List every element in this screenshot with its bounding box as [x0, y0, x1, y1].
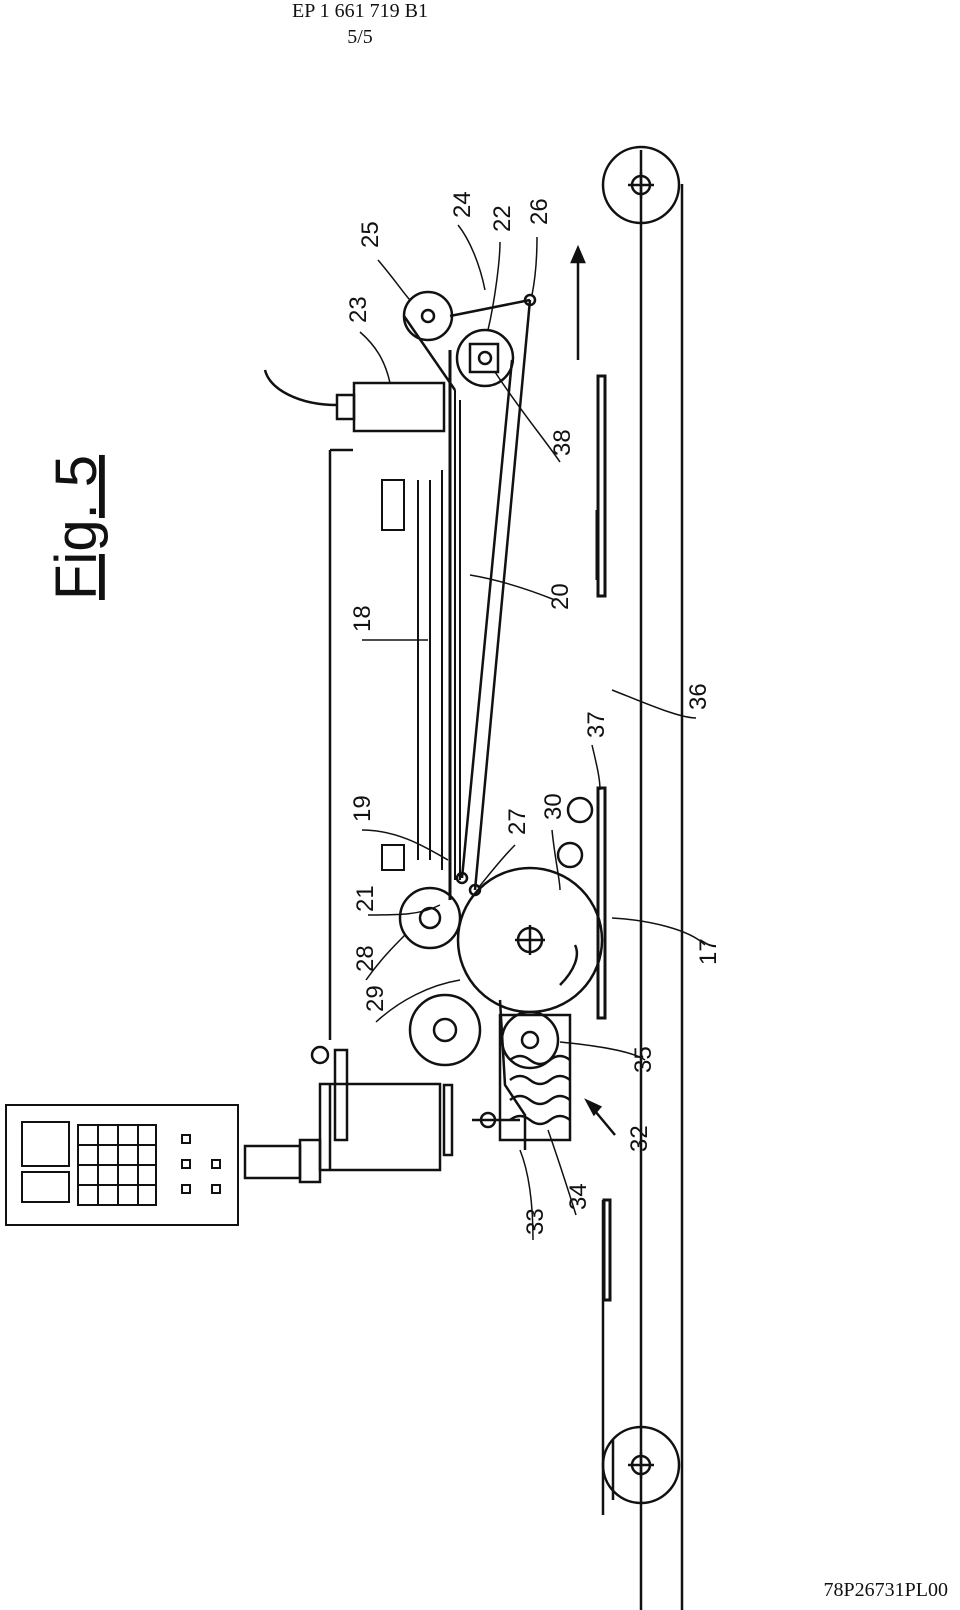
label-29: 29 — [362, 985, 389, 1012]
glue-tank — [498, 1013, 616, 1142]
label-25: 25 — [357, 221, 384, 248]
pressure-pad — [263, 369, 446, 433]
figure-title: Fig. 5 — [44, 455, 109, 600]
label-33: 33 — [522, 1208, 549, 1235]
motor-unit — [243, 1045, 520, 1184]
hatched-workpieces — [595, 374, 612, 1302]
label-23: 23 — [345, 296, 372, 323]
label-24: 24 — [449, 191, 476, 218]
label-17: 17 — [695, 938, 722, 965]
label-26: 26 — [526, 198, 553, 225]
direction-arrow — [570, 244, 586, 360]
heating-plate — [381, 350, 461, 900]
conveyor-belt — [601, 145, 684, 1610]
document-code: 78P26731PL00 — [823, 1579, 948, 1601]
publication-number: EP 1 661 719 B1 — [292, 0, 428, 22]
label-37: 37 — [583, 711, 610, 738]
part-labels: 17 18 19 20 21 22 23 24 25 26 27 28 29 3… — [345, 191, 722, 1235]
label-30: 30 — [540, 793, 567, 820]
label-22: 22 — [489, 205, 516, 232]
page-number: 5/5 — [347, 26, 373, 48]
label-36: 36 — [685, 683, 712, 710]
label-34: 34 — [565, 1183, 592, 1210]
small-rollers — [398, 886, 560, 1070]
leader-lines — [359, 224, 706, 1241]
control-panel — [5, 1104, 239, 1226]
label-18: 18 — [349, 605, 376, 632]
label-19: 19 — [349, 795, 376, 822]
label-38: 38 — [549, 429, 576, 456]
label-27: 27 — [504, 808, 531, 835]
belt — [402, 290, 537, 897]
label-32: 32 — [626, 1125, 653, 1152]
label-21: 21 — [352, 885, 379, 912]
label-20: 20 — [547, 583, 574, 610]
